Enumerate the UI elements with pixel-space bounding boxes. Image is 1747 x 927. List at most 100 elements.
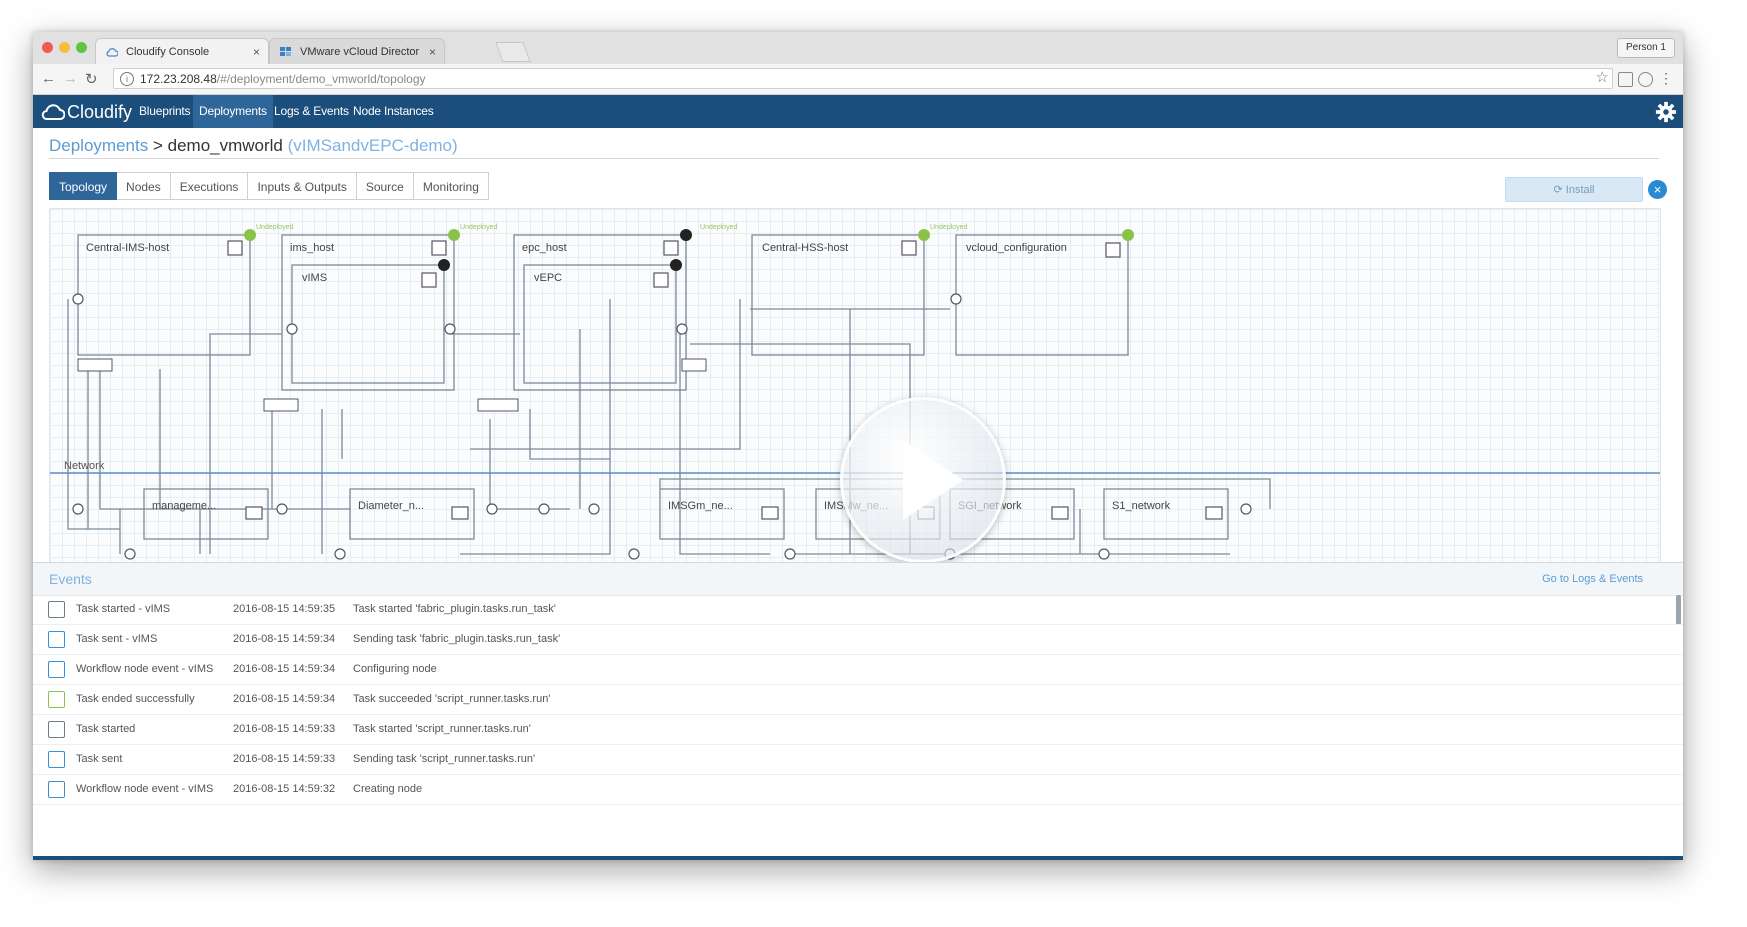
event-message: Configuring node bbox=[353, 663, 437, 675]
url-path: /#/deployment/demo_vmworld/topology bbox=[216, 72, 426, 86]
event-timestamp: 2016-08-15 14:59:34 bbox=[233, 693, 336, 705]
nav-deployments[interactable]: Deployments bbox=[193, 95, 273, 128]
status-ok-icon bbox=[244, 229, 1134, 241]
node-label-management-network: manageme... bbox=[152, 500, 216, 512]
cancel-execution-button[interactable]: × bbox=[1648, 180, 1667, 199]
bookmark-star-icon[interactable]: ☆ bbox=[1595, 69, 1609, 86]
node-label-central-ims-host: Central-IMS-host bbox=[86, 242, 169, 254]
back-arrow-icon[interactable]: ← bbox=[41, 70, 56, 87]
node-label-s1-network: S1_network bbox=[1112, 500, 1171, 512]
breadcrumb-separator: > bbox=[152, 136, 163, 155]
node-box-central-hss-host bbox=[751, 234, 925, 356]
event-row[interactable]: Task sent 2016-08-15 14:59:33 Sending ta… bbox=[33, 745, 1683, 775]
divider bbox=[49, 158, 1659, 159]
event-message: Sending task 'script_runner.tasks.run' bbox=[353, 753, 536, 765]
event-type: Workflow node event - vIMS bbox=[76, 783, 214, 795]
events-scrollbar[interactable] bbox=[1676, 595, 1681, 625]
node-label-vepc: vEPC bbox=[534, 272, 562, 284]
event-row[interactable]: Task started 2016-08-15 14:59:33 Task st… bbox=[33, 715, 1683, 745]
close-tab-icon[interactable]: × bbox=[252, 45, 260, 59]
tab-source[interactable]: Source bbox=[356, 172, 414, 200]
nav-logs-events[interactable]: Logs & Events bbox=[274, 104, 349, 118]
close-window-button[interactable] bbox=[42, 42, 53, 53]
install-label: Install bbox=[1565, 184, 1595, 196]
event-message: Creating node bbox=[353, 783, 423, 795]
node-label-epc-host: epc_host bbox=[522, 242, 567, 254]
event-row[interactable]: Task ended successfully 2016-08-15 14:59… bbox=[33, 685, 1683, 715]
events-panel: Events Go to Logs & Events Task started … bbox=[33, 562, 1683, 860]
event-row[interactable]: Workflow node event - vIMS 2016-08-15 14… bbox=[33, 655, 1683, 685]
tab-nodes[interactable]: Nodes bbox=[117, 172, 171, 200]
close-tab-icon[interactable]: × bbox=[428, 45, 436, 59]
event-type: Task started - vIMS bbox=[76, 603, 171, 615]
go-to-logs-link[interactable]: Go to Logs & Events bbox=[1542, 573, 1643, 585]
tab-title: Cloudify Console bbox=[126, 46, 210, 58]
browser-menu-icon[interactable]: ⋮ bbox=[1659, 70, 1673, 86]
events-title: Events bbox=[49, 571, 92, 587]
node-label-vcloud-configuration: vcloud_configuration bbox=[966, 242, 1067, 254]
cloud-logo-icon bbox=[41, 104, 65, 120]
event-timestamp: 2016-08-15 14:59:34 bbox=[233, 633, 336, 645]
browser-tab-cloudify[interactable]: Cloudify Console × bbox=[95, 38, 269, 64]
profile-button[interactable]: Person 1 bbox=[1616, 38, 1675, 58]
cloudify-logo[interactable]: Cloudify bbox=[41, 100, 132, 124]
extension-icon[interactable] bbox=[1638, 72, 1653, 87]
video-play-button[interactable] bbox=[840, 397, 1006, 563]
url-bar[interactable]: i 172.23.208.48/#/deployment/demo_vmworl… bbox=[113, 68, 1613, 89]
task-sent-icon bbox=[48, 631, 65, 648]
task-started-icon bbox=[48, 721, 65, 738]
deployment-name: demo_vmworld bbox=[167, 136, 283, 155]
play-icon bbox=[903, 440, 963, 520]
blueprint-link[interactable]: (vIMSandvEPC-demo) bbox=[287, 136, 458, 155]
node-box-epc-host bbox=[513, 234, 687, 391]
minimize-window-button[interactable] bbox=[59, 42, 70, 53]
event-row[interactable]: Task sent - vIMS 2016-08-15 14:59:34 Sen… bbox=[33, 625, 1683, 655]
event-type: Workflow node event - vIMS bbox=[76, 663, 214, 675]
event-timestamp: 2016-08-15 14:59:34 bbox=[233, 663, 336, 675]
browser-tab-vcloud[interactable]: VMware vCloud Director × bbox=[269, 38, 445, 64]
breadcrumb: Deployments > demo_vmworld (vIMSandvEPC-… bbox=[49, 136, 458, 156]
gear-icon[interactable] bbox=[1655, 101, 1677, 123]
url-host: 172.23.208.48 bbox=[140, 72, 217, 86]
install-button[interactable]: ⟳ Install bbox=[1505, 177, 1643, 202]
event-message: Task started 'script_runner.tasks.run' bbox=[353, 723, 531, 735]
new-tab-button[interactable] bbox=[495, 42, 531, 62]
event-row[interactable]: Task started - vIMS 2016-08-15 14:59:35 … bbox=[33, 595, 1683, 625]
event-type: Task sent bbox=[76, 753, 123, 765]
event-timestamp: 2016-08-15 14:59:33 bbox=[233, 723, 336, 735]
node-box-ims-host bbox=[281, 234, 455, 391]
breadcrumb-deployments-link[interactable]: Deployments bbox=[49, 136, 149, 155]
browser-window: Cloudify Console × VMware vCloud Directo… bbox=[33, 32, 1683, 860]
tab-executions[interactable]: Executions bbox=[170, 172, 249, 200]
nav-blueprints[interactable]: Blueprints bbox=[139, 104, 191, 118]
events-list: Task started - vIMS 2016-08-15 14:59:35 … bbox=[33, 595, 1683, 805]
workflow-event-icon bbox=[48, 661, 65, 678]
undeployed-tag: Undeployed bbox=[256, 224, 293, 231]
extension-icon[interactable] bbox=[1618, 72, 1633, 87]
workflow-event-icon bbox=[48, 781, 65, 798]
footer-bar bbox=[33, 856, 1683, 860]
tab-inputs-outputs[interactable]: Inputs & Outputs bbox=[248, 172, 357, 200]
info-icon[interactable]: i bbox=[120, 72, 134, 86]
task-success-icon bbox=[48, 691, 65, 708]
undeployed-tag: Undeployed bbox=[930, 224, 967, 231]
tab-topology[interactable]: Topology bbox=[49, 172, 118, 200]
task-started-icon bbox=[48, 601, 65, 618]
zoom-window-button[interactable] bbox=[76, 42, 87, 53]
tab-monitoring[interactable]: Monitoring bbox=[413, 172, 489, 200]
event-type: Task sent - vIMS bbox=[76, 633, 158, 645]
network-label: Network bbox=[64, 460, 105, 472]
event-row[interactable]: Workflow node event - vIMS 2016-08-15 14… bbox=[33, 775, 1683, 805]
forward-arrow-icon[interactable]: → bbox=[63, 70, 78, 87]
task-sent-icon bbox=[48, 751, 65, 768]
port-box-icon bbox=[77, 358, 707, 412]
event-type: Task ended successfully bbox=[76, 693, 195, 705]
reload-icon[interactable]: ↻ bbox=[85, 71, 98, 88]
node-label-diameter-network: Diameter_n... bbox=[358, 500, 424, 512]
node-type-icon bbox=[227, 240, 1223, 520]
undeployed-tag: Undeployed bbox=[700, 224, 737, 231]
cloud-icon bbox=[106, 48, 118, 57]
event-timestamp: 2016-08-15 14:59:32 bbox=[233, 783, 336, 795]
undeployed-tag: Undeployed bbox=[460, 224, 497, 231]
nav-node-instances[interactable]: Node Instances bbox=[353, 104, 434, 118]
